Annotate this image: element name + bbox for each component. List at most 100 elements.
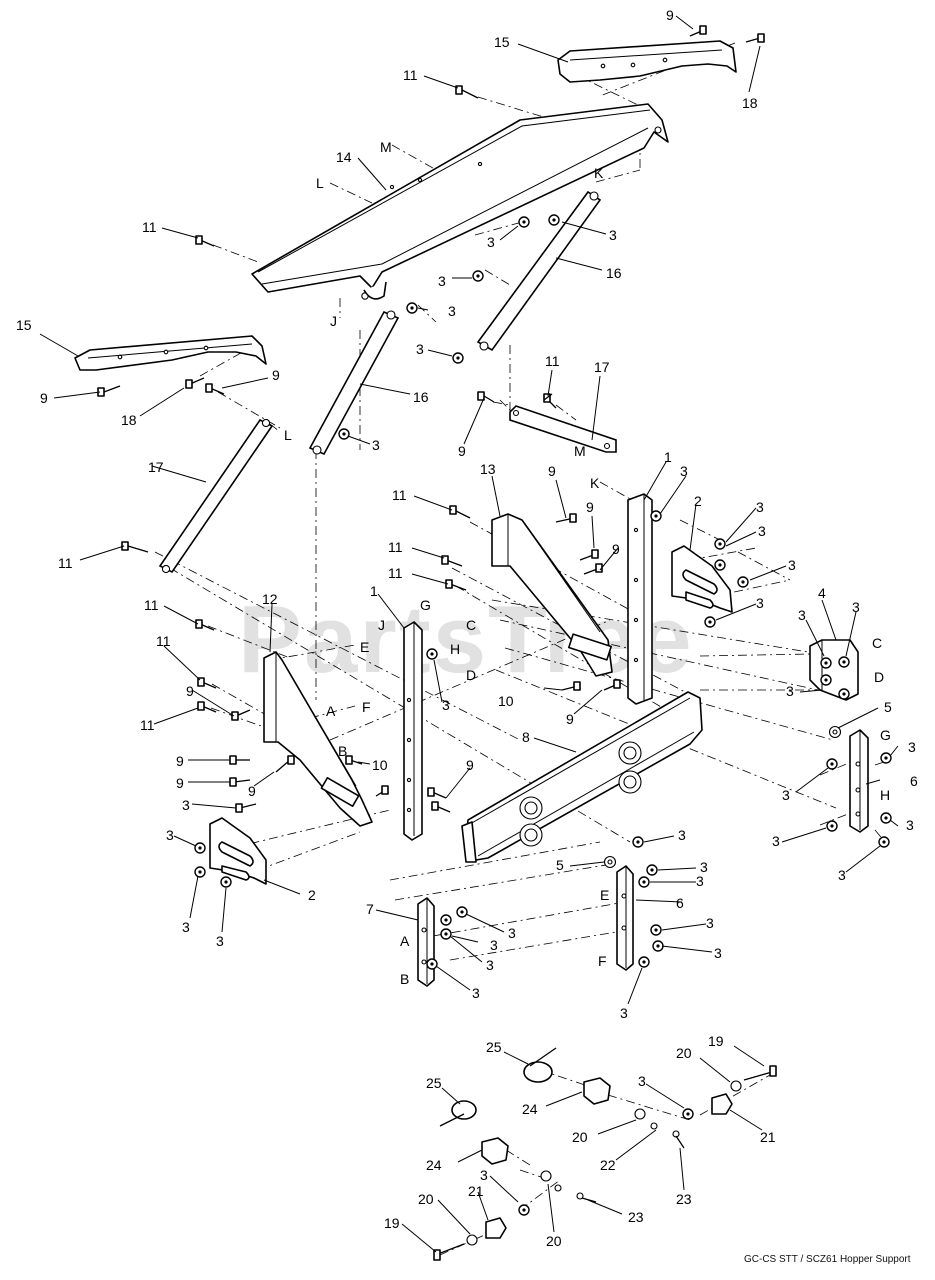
callout-12: 12 bbox=[262, 591, 278, 607]
callout-5: 5 bbox=[884, 699, 892, 715]
callout-20: 20 bbox=[572, 1129, 588, 1145]
callout-3: 3 bbox=[442, 697, 450, 713]
callout-10: 10 bbox=[498, 693, 514, 709]
brace-17-right bbox=[509, 405, 617, 453]
callout-letter-h: H bbox=[880, 787, 890, 803]
callout-3: 3 bbox=[678, 827, 686, 843]
callout-3: 3 bbox=[838, 867, 846, 883]
hex-nut-icon bbox=[880, 752, 892, 764]
hex-nut-icon bbox=[737, 576, 749, 588]
partstree-watermark: PartsTree bbox=[238, 586, 694, 693]
hex-nut-icon bbox=[646, 864, 658, 876]
callout-11: 11 bbox=[388, 565, 403, 581]
hex-nut-icon bbox=[878, 836, 890, 848]
callout-3: 3 bbox=[490, 937, 498, 953]
callout-9: 9 bbox=[272, 367, 280, 383]
callout-letter-b: B bbox=[400, 971, 409, 987]
callout-3: 3 bbox=[487, 234, 495, 250]
bolt-icon bbox=[197, 677, 217, 689]
bolt-icon bbox=[275, 755, 295, 773]
mount-bracket-4 bbox=[809, 639, 859, 701]
hex-nut-icon bbox=[426, 958, 438, 970]
callout-3: 3 bbox=[472, 985, 480, 1001]
bolt-icon bbox=[195, 619, 215, 631]
callout-3: 3 bbox=[706, 915, 714, 931]
callout-letter-m: M bbox=[380, 139, 392, 155]
callout-21: 21 bbox=[760, 1129, 776, 1145]
leader-lines bbox=[39, 15, 899, 1253]
callout-9: 9 bbox=[40, 390, 48, 406]
callout-3: 3 bbox=[782, 787, 790, 803]
hex-nut-icon bbox=[518, 1204, 530, 1216]
callout-letter-d: D bbox=[466, 667, 476, 683]
upright-post-1-left bbox=[403, 621, 423, 841]
hex-nut-icon bbox=[826, 758, 838, 770]
callout-letter-h: H bbox=[450, 641, 460, 657]
callout-1: 1 bbox=[370, 583, 378, 599]
bolt-icon bbox=[229, 755, 250, 765]
bolt-icon bbox=[121, 541, 149, 553]
callout-17: 17 bbox=[594, 359, 610, 375]
callout-4: 4 bbox=[818, 585, 826, 601]
bolt-icon bbox=[375, 785, 389, 797]
fasteners bbox=[97, 25, 892, 1216]
hex-nut-icon bbox=[426, 648, 438, 660]
upright-post-1-right bbox=[627, 493, 653, 705]
callout-letter-e: E bbox=[360, 639, 369, 655]
bolt-icon bbox=[455, 85, 479, 99]
hex-nut-icon bbox=[826, 820, 838, 832]
hex-nut-icon bbox=[838, 656, 850, 668]
hex-nut-icon bbox=[338, 428, 350, 440]
hex-nut-icon bbox=[440, 928, 452, 940]
bolt-icon bbox=[205, 383, 225, 395]
hex-nut-icon bbox=[518, 216, 530, 228]
callout-3: 3 bbox=[758, 523, 766, 539]
callout-3: 3 bbox=[372, 437, 380, 453]
callout-2: 2 bbox=[694, 493, 702, 509]
callout-3: 3 bbox=[620, 1005, 628, 1021]
callout-3: 3 bbox=[906, 817, 914, 833]
main-frame-8 bbox=[461, 691, 703, 863]
callout-11: 11 bbox=[403, 67, 418, 83]
callout-9: 9 bbox=[666, 7, 674, 23]
bolt-icon bbox=[449, 505, 471, 519]
callout-letter-c: C bbox=[872, 635, 882, 651]
bolt-icon bbox=[427, 787, 447, 799]
bolt-icon bbox=[689, 25, 707, 37]
hex-nut-icon bbox=[650, 924, 662, 936]
washer-5-middle bbox=[603, 855, 617, 869]
callout-24: 24 bbox=[426, 1157, 442, 1173]
brace-17-left bbox=[158, 418, 274, 574]
callout-3: 3 bbox=[609, 227, 617, 243]
bolt-icon bbox=[235, 803, 257, 813]
bolt-icon bbox=[579, 549, 599, 561]
bolt-icon bbox=[477, 391, 495, 403]
diagram-caption: GC-CS STT / SCZ61 Hopper Support bbox=[744, 1254, 911, 1265]
callout-25: 25 bbox=[426, 1075, 442, 1091]
callout-11: 11 bbox=[58, 555, 73, 571]
callout-3: 3 bbox=[788, 557, 796, 573]
callout-letter-g: G bbox=[880, 727, 891, 743]
callout-3: 3 bbox=[700, 859, 708, 875]
callout-13: 13 bbox=[480, 461, 496, 477]
hex-nut-icon bbox=[820, 657, 832, 669]
bolt-icon bbox=[229, 777, 251, 787]
callout-3: 3 bbox=[508, 925, 516, 941]
callout-11: 11 bbox=[392, 487, 407, 503]
callout-11: 11 bbox=[545, 353, 560, 369]
bolt-icon bbox=[555, 513, 577, 523]
callout-21: 21 bbox=[468, 1183, 484, 1199]
hex-nut-icon bbox=[440, 914, 452, 926]
callout-3: 3 bbox=[908, 739, 916, 755]
callout-9: 9 bbox=[248, 783, 256, 799]
callout-20: 20 bbox=[418, 1191, 434, 1207]
hex-nut-icon bbox=[714, 538, 726, 550]
washer-5-right bbox=[828, 725, 842, 739]
hopper-cross-tray-14 bbox=[251, 103, 669, 300]
callout-9: 9 bbox=[612, 541, 620, 557]
callout-1: 1 bbox=[664, 449, 672, 465]
hex-nut-icon bbox=[704, 616, 716, 628]
bolt-icon bbox=[583, 563, 603, 575]
bolt-icon bbox=[197, 701, 217, 713]
callout-17: 17 bbox=[148, 459, 164, 475]
